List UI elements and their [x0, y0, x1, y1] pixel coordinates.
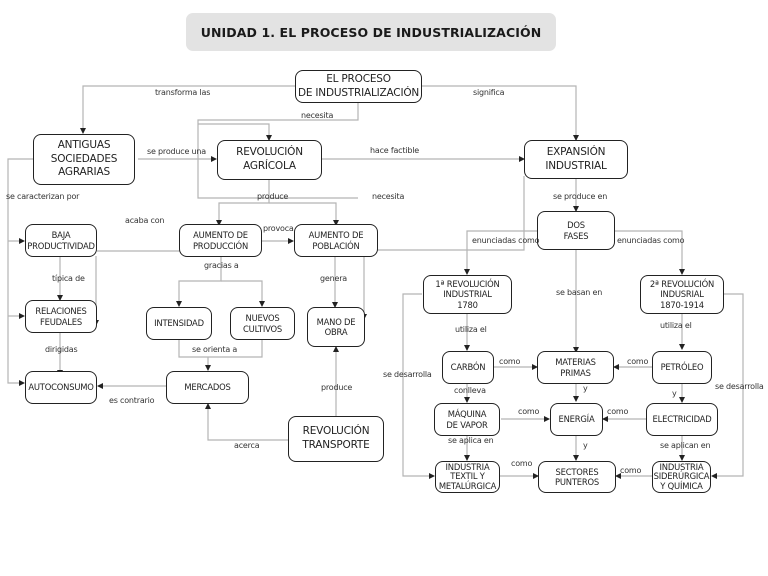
label-se-basan-en: se basan en: [556, 288, 603, 297]
label-se-aplica-en: se aplica en: [448, 436, 494, 445]
label-se-desarrolla-1: se desarrolla: [383, 370, 432, 379]
label-y-1: y: [583, 384, 588, 393]
label-se-caracterizan-por: se caracterizan por: [6, 192, 80, 201]
link-expansion-manoobra: [361, 176, 525, 320]
node-maquina-de-vapor[interactable]: MÁQUINA DE VAPOR: [434, 403, 500, 436]
link-gracias-a-2: [221, 280, 265, 307]
label-dirigidas: dirigidas: [45, 345, 78, 354]
node-dos-fases[interactable]: DOS FASES: [537, 211, 615, 250]
label-como-1: como: [499, 357, 521, 366]
link-se-desarrolla-2: [711, 293, 744, 479]
label-como-5: como: [511, 459, 533, 468]
link-enunciadas-1: [464, 230, 538, 275]
node-relaciones-feudales[interactable]: RELACIONES FEUDALES: [25, 300, 97, 333]
node-industria-siderurgica-quimica[interactable]: INDUSTRIA SIDERÚRGICA Y QUÍMICA: [652, 461, 711, 493]
link-produce-split: [216, 178, 270, 226]
label-se-aplican-en: se aplican en: [660, 441, 711, 450]
label-como-6: como: [620, 466, 642, 475]
title-banner: UNIDAD 1. EL PROCESO DE INDUSTRIALIZACIÓ…: [186, 13, 556, 51]
label-conlleva: conlleva: [454, 386, 486, 395]
label-necesita-1: necesita: [301, 111, 334, 120]
label-necesita-2: necesita: [372, 192, 405, 201]
label-y-2: y: [672, 389, 677, 398]
link-proceso-revagricola: [197, 102, 359, 199]
label-es-contrario: es contrario: [109, 396, 155, 405]
node-primera-revolucion-industrial[interactable]: 1ª REVOLUCIÓN INDUSTRIAL 1780: [423, 275, 512, 314]
label-se-produce-una: se produce una: [147, 147, 206, 156]
label-acaba-con: acaba con: [125, 216, 165, 225]
label-gracias-a: gracias a: [204, 261, 239, 270]
node-aumento-produccion[interactable]: AUMENTO DE PRODUCCIÓN: [179, 224, 262, 257]
node-antiguas-sociedades-agrarias[interactable]: ANTIGUAS SOCIEDADES AGRARIAS: [33, 134, 135, 185]
node-mano-de-obra[interactable]: MANO DE OBRA: [307, 307, 365, 347]
node-petroleo[interactable]: PETRÓLEO: [652, 351, 712, 384]
label-provoca: provoca: [263, 224, 294, 233]
label-enunciadas-como-2: enunciadas como: [617, 236, 685, 245]
node-energia[interactable]: ENERGÍA: [550, 403, 603, 436]
label-produce-1: produce: [257, 192, 289, 201]
node-nuevos-cultivos[interactable]: NUEVOS CULTIVOS: [230, 307, 295, 340]
label-significa: significa: [473, 88, 505, 97]
link-necesita-arrow: [198, 123, 272, 141]
link-proceso-antiguas: [80, 85, 295, 134]
label-se-orienta-a: se orienta a: [192, 345, 238, 354]
label-se-desarrolla-2: se desarrolla: [715, 382, 764, 391]
page-title: UNIDAD 1. EL PROCESO DE INDUSTRIALIZACIÓ…: [200, 24, 542, 40]
link-se-desarrolla-1: [402, 293, 435, 479]
node-carbon[interactable]: CARBÓN: [442, 351, 494, 384]
node-segunda-revolucion-industrial[interactable]: 2ª REVOLUCIÓN INDUSRIAL 1870-1914: [640, 275, 724, 314]
link-proceso-expansion: [422, 85, 579, 141]
link-produce-poblacion: [269, 202, 339, 226]
label-acerca: acerca: [234, 441, 260, 450]
label-transforma-las: transforma las: [155, 88, 211, 97]
node-intensidad[interactable]: INTENSIDAD: [146, 307, 212, 340]
link-enunciadas-2: [614, 230, 685, 275]
label-tipica-de: típica de: [52, 274, 85, 283]
label-utiliza-el-2: utiliza el: [660, 321, 692, 330]
label-produce-2: produce: [321, 383, 353, 392]
link-gracias-a: [176, 256, 222, 307]
node-proceso-industrializacion[interactable]: EL PROCESO DE INDUSTRIALIZACIÓN: [295, 70, 422, 103]
node-materias-primas[interactable]: MATERIAS PRIMAS: [537, 351, 614, 384]
label-y-3: y: [583, 441, 588, 450]
label-enunciadas-como-1: enunciadas como: [472, 236, 540, 245]
node-aumento-poblacion[interactable]: AUMENTO DE POBLACIÓN: [294, 224, 378, 257]
node-sectores-punteros[interactable]: SECTORES PUNTEROS: [538, 461, 616, 493]
label-utiliza-el-1: utiliza el: [455, 325, 487, 334]
node-autoconsumo[interactable]: AUTOCONSUMO: [25, 371, 97, 404]
label-hace-factible: hace factible: [370, 146, 419, 155]
link-antiguas-left: [7, 158, 33, 386]
node-mercados[interactable]: MERCADOS: [166, 371, 249, 404]
label-como-3: como: [518, 407, 540, 416]
node-revolucion-agricola[interactable]: REVOLUCIÓN AGRÍCOLA: [217, 140, 322, 180]
label-se-produce-en: se produce en: [553, 192, 608, 201]
label-como-4: como: [607, 407, 629, 416]
label-genera: genera: [320, 274, 347, 283]
node-baja-productividad[interactable]: BAJA PRODUCTIVIDAD: [25, 224, 97, 257]
node-electricidad[interactable]: ELECTRICIDAD: [646, 403, 718, 436]
link-se-orienta-a: [178, 340, 263, 358]
link-acerca: [205, 403, 288, 441]
node-industria-textil-metalurgica[interactable]: INDUSTRIA TEXTIL Y METALÚRGICA: [435, 461, 500, 493]
label-como-2: como: [627, 357, 649, 366]
node-revolucion-transporte[interactable]: REVOLUCIÓN TRANSPORTE: [288, 416, 384, 462]
node-expansion-industrial[interactable]: EXPANSIÓN INDUSTRIAL: [524, 140, 628, 179]
